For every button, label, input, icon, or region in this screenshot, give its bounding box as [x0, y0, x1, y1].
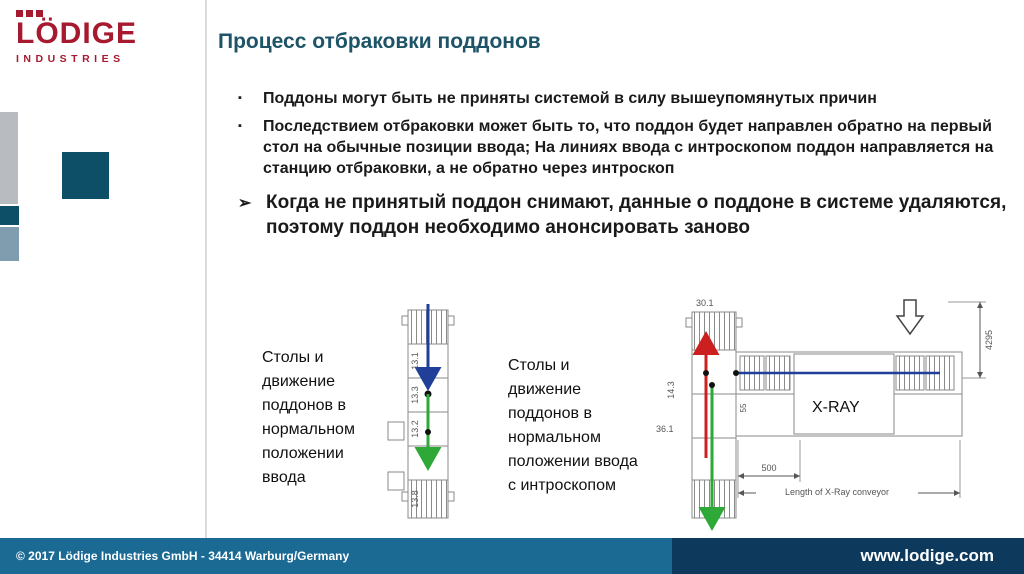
table-label: 13.3 [410, 386, 420, 404]
xray-machine-label: X-RAY [812, 399, 860, 416]
logo-pixel [26, 10, 33, 17]
table-label: 13.1 [410, 352, 420, 370]
dim-caption-label: Length of X-Ray conveyor [785, 487, 889, 497]
bullet-square-icon: ▪ [238, 120, 242, 133]
junction-dot [733, 370, 739, 376]
dim-caption-backplate [756, 485, 918, 498]
bullet-list: ▪ Поддоны могут быть не приняты системой… [238, 88, 1012, 247]
dim-height-label: 4295 [984, 330, 994, 350]
caption-line: движение [508, 381, 582, 398]
xray-conveyor [735, 351, 963, 437]
caption-line: положении ввода [508, 453, 638, 470]
height-dimension [948, 301, 986, 379]
table-label: 30.1 [696, 298, 714, 308]
bullet-text: Поддоны могут быть не приняты системой в… [263, 90, 877, 107]
table-label: 13.8 [410, 490, 420, 508]
caption-line: движение [262, 373, 336, 390]
slide-title: Процесс отбраковки поддонов [218, 30, 541, 53]
logo-subtitle: INDUSTRIES [16, 52, 125, 65]
bullet-item-3: ➢ Когда не принятый поддон снимают, данн… [238, 191, 1012, 240]
caption-xray-entry: Столы и движение поддонов в нормальном п… [508, 354, 676, 498]
footer-website: www.lodige.com [672, 538, 1024, 574]
bullet-arrow-icon: ➢ [238, 195, 252, 213]
bullet-item-2: ▪ Последствием отбраковки может быть то,… [238, 116, 1012, 179]
entry-direction-arrow-icon [895, 299, 925, 336]
junction-dot [425, 429, 431, 435]
lodige-logo: LÖDIGE INDUSTRIES [16, 10, 137, 65]
decor-square-gray [0, 112, 18, 204]
bullet-text: Когда не принятый поддон снимают, данные… [266, 192, 1007, 238]
diagram-normal-entry: 13.1 13.3 13.2 13.8 [387, 304, 455, 519]
table-label: 36.1 [656, 424, 674, 434]
bullet-text: Последствием отбраковки может быть то, ч… [263, 118, 994, 178]
logo-wordmark: LÖDIGE [16, 17, 138, 50]
diagram-xray-entry: 4295 500 Length of X-Ray conveyor 30.1 1… [656, 298, 994, 531]
table-label: 13.2 [410, 420, 420, 438]
caption-line: Столы и [508, 357, 570, 374]
caption-line: ввода [262, 469, 306, 486]
caption-line: нормальном [508, 429, 601, 446]
bullet-square-icon: ▪ [238, 92, 242, 104]
junction-dot [703, 370, 709, 376]
entry-column-tables [685, 311, 743, 519]
decor-square-slate [0, 227, 19, 261]
bullet-item-1: ▪ Поддоны могут быть не приняты системой… [238, 88, 1012, 109]
caption-line: поддонов в [262, 397, 346, 414]
table-label: 14.3 [666, 381, 676, 399]
caption-line: с интроскопом [508, 477, 616, 494]
footer: © 2017 Lödige Industries GmbH - 34414 Wa… [0, 538, 1024, 574]
vertical-divider [205, 0, 207, 538]
logo-pixel-squares [16, 10, 137, 17]
table-label-small: 55 [739, 403, 748, 412]
logo-pixel [16, 10, 23, 17]
junction-dot [709, 382, 715, 388]
caption-line: Столы и [262, 349, 324, 366]
footer-copyright: © 2017 Lödige Industries GmbH - 34414 Wa… [16, 549, 350, 563]
dim-width-label: 500 [761, 463, 776, 473]
decor-square-teal-large [62, 152, 109, 199]
caption-line: поддонов в [508, 405, 592, 422]
caption-line: нормальном [262, 421, 355, 438]
decor-square-teal-small [0, 206, 19, 225]
caption-line: положении [262, 445, 344, 462]
caption-normal-entry: Столы и движение поддонов в нормальном п… [262, 346, 388, 490]
conveyor-tables [387, 309, 455, 519]
logo-pixel [36, 10, 43, 17]
